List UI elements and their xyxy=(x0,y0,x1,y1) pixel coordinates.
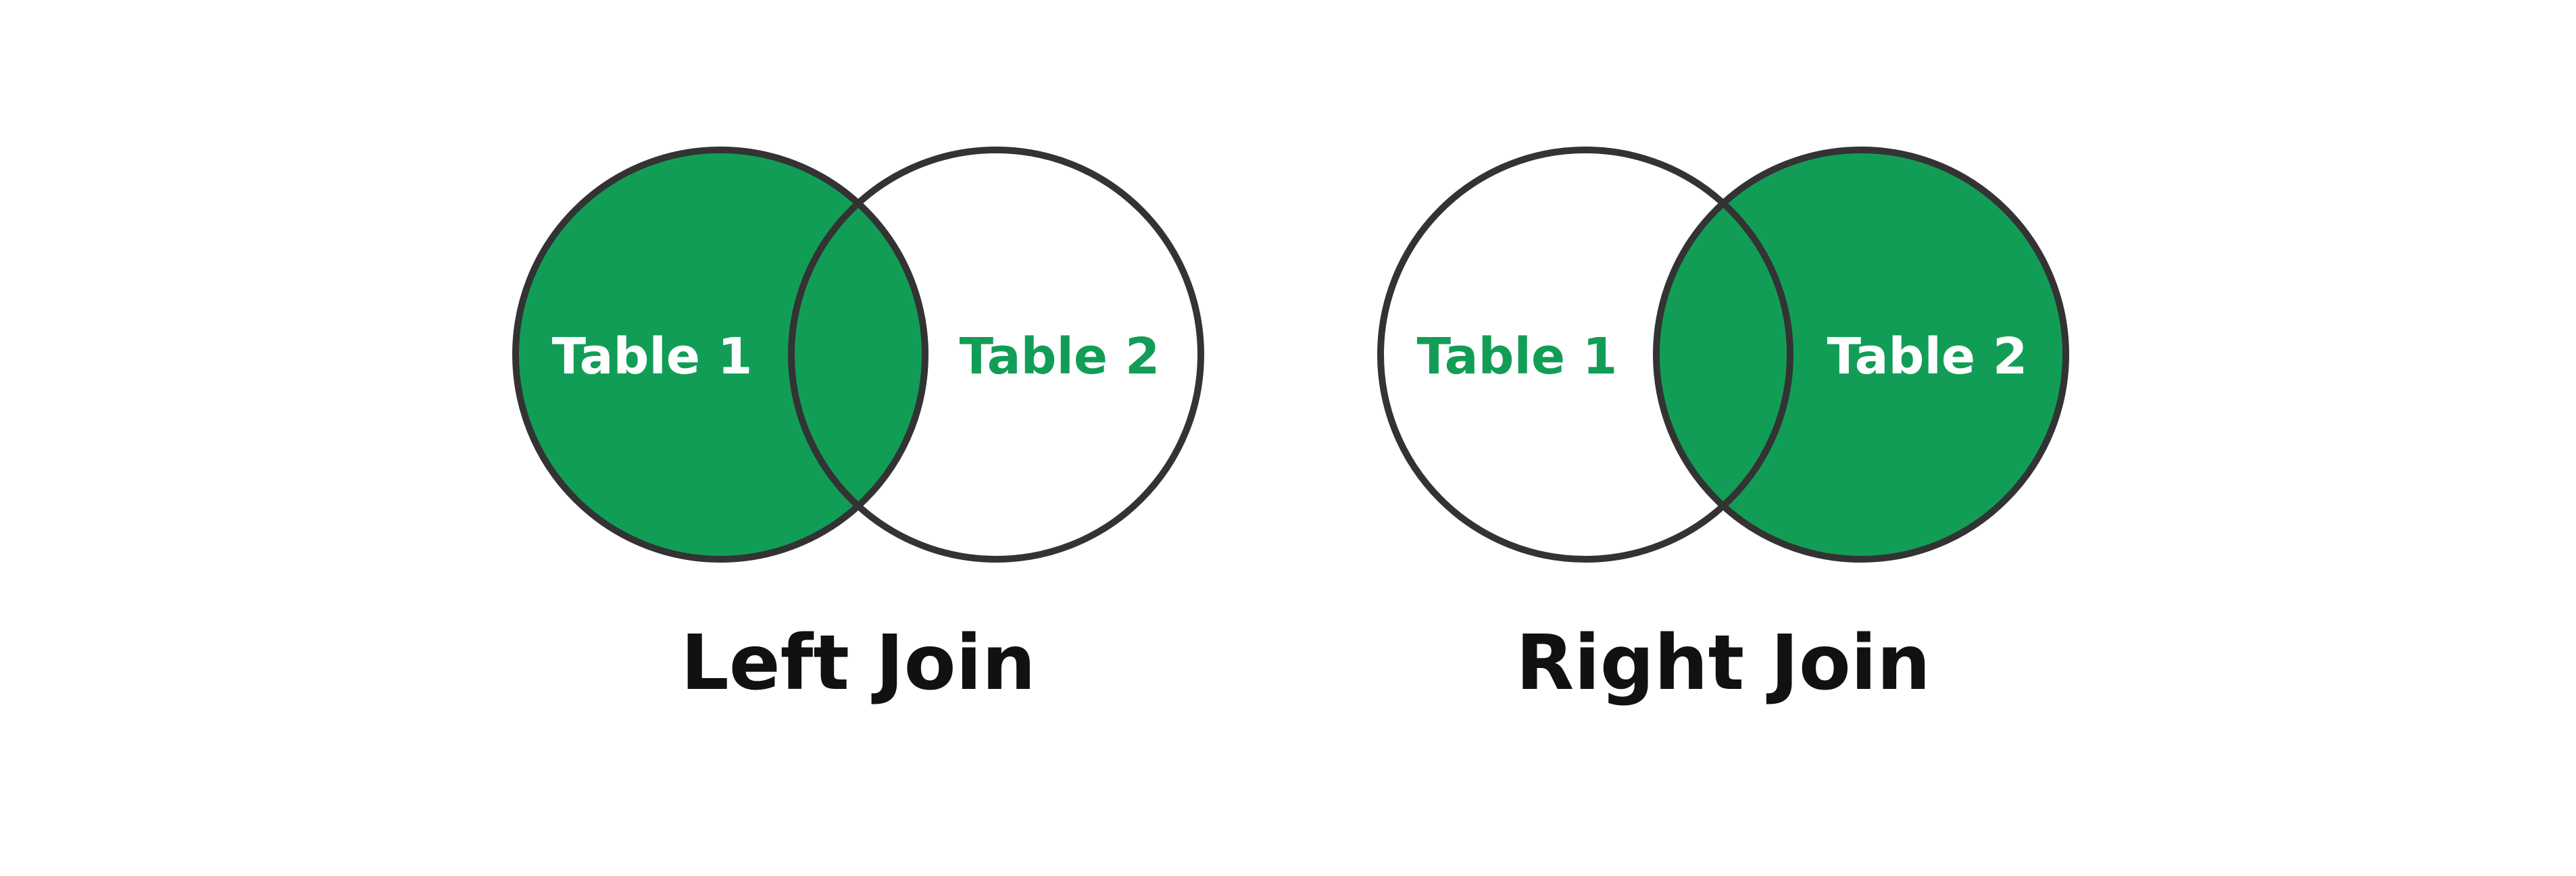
right-join-table1-label: Table 1 xyxy=(1417,328,1618,386)
left-join-table2-circle xyxy=(788,147,1204,563)
right-join-overlap-fill xyxy=(1656,150,1790,559)
left-join-table1-circle xyxy=(512,147,928,563)
right-join-diagram: Table 1 Table 2 Right Join xyxy=(1377,147,2069,707)
right-join-title: Right Join xyxy=(1516,619,1931,707)
left-join-diagram: Table 1 Table 2 Left Join xyxy=(512,147,1204,707)
right-join-table2-label: Table 2 xyxy=(1827,328,2028,386)
right-join-table2-circle xyxy=(1653,147,2069,563)
left-join-title: Left Join xyxy=(680,619,1035,707)
left-join-table1-label: Table 1 xyxy=(552,328,753,386)
right-join-table1-circle xyxy=(1377,147,1793,563)
left-join-overlap-fill xyxy=(791,150,925,559)
left-join-table2-label: Table 2 xyxy=(960,328,1160,386)
